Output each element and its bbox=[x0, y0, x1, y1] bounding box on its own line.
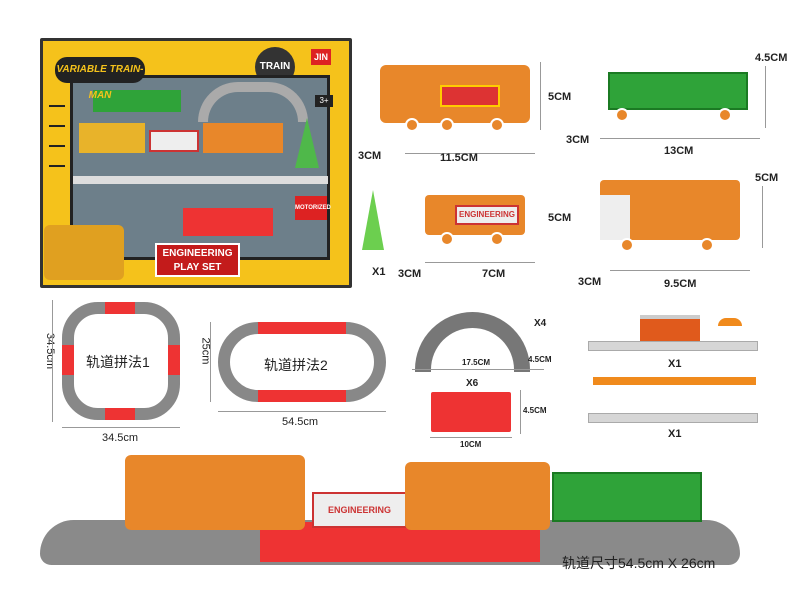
straight-track-width: 4.5CM bbox=[523, 406, 547, 415]
bulldozer-graphic bbox=[44, 225, 124, 280]
steam-loco-in-box bbox=[203, 123, 283, 153]
title-line2: PLAY SET bbox=[173, 262, 222, 273]
red-straight-track bbox=[258, 322, 346, 334]
dim-line bbox=[405, 153, 535, 154]
dim-line bbox=[540, 62, 541, 130]
assembled-track-size: 轨道尺寸54.5cm X 26cm bbox=[562, 555, 716, 571]
platform-roof bbox=[593, 377, 756, 385]
eng-car-length: 7CM bbox=[482, 268, 506, 280]
dim-line bbox=[610, 270, 750, 271]
package-title: ENGINEERING PLAY SET bbox=[155, 243, 240, 277]
straight-track-qty: X6 bbox=[466, 378, 479, 389]
green-car-height: 4.5CM bbox=[755, 52, 788, 64]
umbrella bbox=[718, 318, 742, 326]
loco-in-box bbox=[79, 123, 145, 153]
maker-logo: JIN bbox=[311, 49, 331, 65]
assembled-green-car bbox=[552, 472, 702, 522]
eng-car-height: 5CM bbox=[548, 212, 572, 224]
red-straight-track bbox=[105, 302, 135, 314]
wheel bbox=[490, 118, 504, 132]
layout-1-width: 34.5cm bbox=[102, 432, 139, 444]
station-building bbox=[640, 315, 700, 341]
dim-line bbox=[762, 186, 763, 248]
assembled-steam-loco bbox=[125, 455, 305, 530]
dim-line bbox=[600, 138, 760, 139]
tree-in-box bbox=[295, 118, 319, 168]
red-straight-track bbox=[105, 408, 135, 420]
wheel bbox=[405, 118, 419, 132]
cab-car-length: 9.5CM bbox=[664, 278, 697, 290]
dim-line bbox=[765, 66, 766, 128]
platform-qty: X1 bbox=[668, 428, 682, 440]
cab-car-front bbox=[600, 195, 630, 240]
green-car-in-box bbox=[93, 90, 181, 112]
curved-track-in-box bbox=[198, 82, 308, 122]
dim-line bbox=[52, 300, 53, 422]
warning-signs bbox=[49, 101, 65, 181]
loco-width: 3CM bbox=[358, 150, 382, 162]
eng-car-width: 3CM bbox=[398, 268, 422, 280]
age-badge: 3+ bbox=[315, 95, 333, 107]
wheel bbox=[440, 232, 454, 246]
wheel bbox=[440, 118, 454, 132]
wheel bbox=[620, 238, 634, 252]
brand-logo: VARIABLE TRAIN-MAN bbox=[55, 57, 145, 101]
loco-length: 11.5CM bbox=[440, 152, 478, 164]
straight-track-piece bbox=[431, 392, 511, 432]
dim-line bbox=[430, 437, 512, 438]
dim-line bbox=[520, 390, 521, 434]
package-window: MOTORIZED bbox=[70, 75, 331, 260]
assembled-eng-car: ENGINEERING bbox=[312, 492, 407, 528]
wheel bbox=[615, 108, 629, 122]
green-car-length: 13CM bbox=[664, 145, 694, 157]
curved-track-length: 17.5CM bbox=[462, 358, 491, 367]
title-line1: ENGINEERING bbox=[162, 248, 233, 259]
dim-line bbox=[218, 411, 386, 412]
wheel bbox=[490, 232, 504, 246]
green-car-width: 3CM bbox=[566, 134, 590, 146]
dim-line bbox=[62, 427, 180, 428]
layout-1-height: 34.5cm bbox=[44, 332, 57, 370]
curved-track-width: 4.5CM bbox=[528, 355, 552, 364]
cab-car-height: 5CM bbox=[755, 172, 779, 184]
station-qty: X1 bbox=[668, 358, 682, 370]
platform-in-box bbox=[73, 176, 328, 184]
dim-line bbox=[425, 262, 535, 263]
dim-line bbox=[412, 369, 544, 370]
curved-track-qty: X4 bbox=[534, 318, 547, 329]
covered-platform bbox=[588, 413, 758, 423]
straight-track-length: 10CM bbox=[460, 440, 482, 449]
tree-qty: X1 bbox=[372, 266, 386, 278]
red-straight-track bbox=[258, 390, 346, 402]
green-car bbox=[608, 72, 748, 110]
loco-sticker bbox=[440, 85, 500, 107]
wheel bbox=[700, 238, 714, 252]
layout-2-width: 54.5cm bbox=[282, 416, 319, 428]
red-straight-track bbox=[62, 345, 74, 375]
red-straight-track bbox=[168, 345, 180, 375]
engineering-label: ENGINEERING bbox=[455, 205, 519, 225]
layout-1-name: 轨道拼法1 bbox=[86, 354, 150, 370]
eng-car-in-box bbox=[149, 130, 199, 152]
dim-line bbox=[210, 322, 211, 402]
tree-icon bbox=[362, 190, 384, 250]
red-track-in-box bbox=[183, 208, 273, 236]
loco-height: 5CM bbox=[548, 91, 572, 103]
cab-car-width: 3CM bbox=[578, 276, 602, 288]
assembled-cab-car bbox=[405, 462, 550, 530]
wheel bbox=[718, 108, 732, 122]
motorized-badge: MOTORIZED bbox=[295, 196, 331, 220]
layout-2-name: 轨道拼法2 bbox=[264, 357, 328, 373]
station-platform bbox=[588, 341, 758, 351]
